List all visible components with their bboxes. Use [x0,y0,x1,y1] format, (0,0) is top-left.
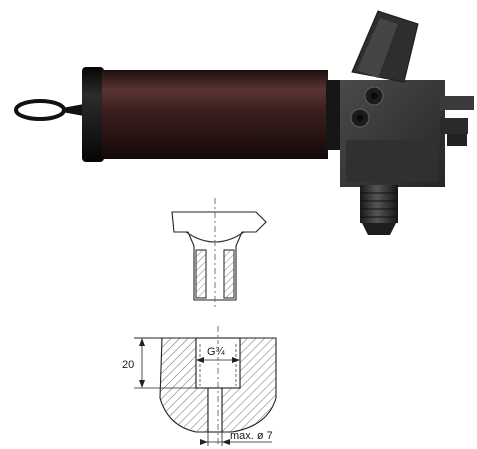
side-bolt [447,134,467,146]
cylinder-end-cap [82,67,104,162]
depth-label: 20 [122,359,134,371]
cylinder-body [102,70,328,159]
through-bore [207,387,223,433]
guide-rail-top [440,96,474,110]
bore-label: max. ø 7 [230,430,273,442]
guide-rail-bottom [440,118,468,134]
bore-section-drawing: 20 G¾ max. ø 7 [122,326,277,446]
hydraulic-cylinder [14,67,344,162]
fitting-wall-left [195,249,207,299]
fitting-section-drawing [171,198,267,308]
fitting-outline [171,211,267,301]
thread-label: G¾ [207,346,226,358]
pull-ring [14,99,66,121]
clamp-block [340,10,474,235]
ring-stem [62,104,84,116]
cylinder-front-collar [326,80,344,150]
fitting-wall-right [223,249,235,299]
